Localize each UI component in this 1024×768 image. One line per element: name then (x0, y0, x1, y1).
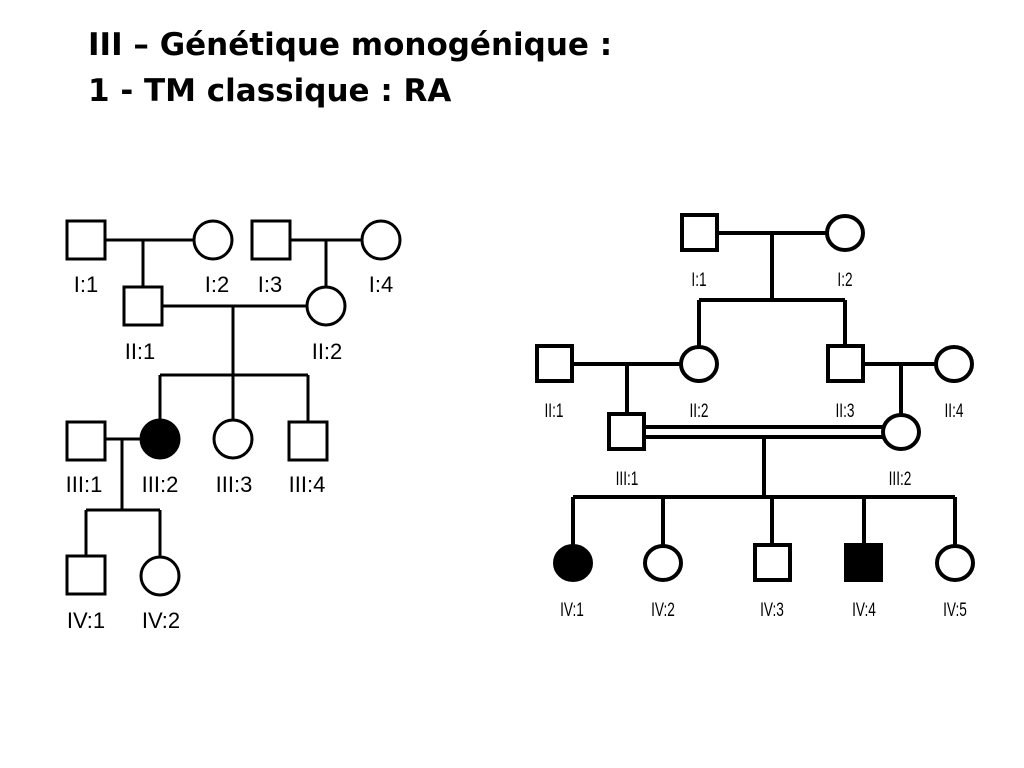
right-label-III-1: III:1 (616, 468, 639, 490)
left-I-2-female-symbol (192, 219, 234, 261)
right-label-II-2: II:2 (689, 400, 708, 422)
left-I-3-male-symbol (250, 219, 292, 261)
left-label-II-2: II:2 (312, 339, 343, 364)
title-line-2: 1 - TM classique : RA (88, 73, 452, 109)
right-IV-4-affected-male-symbol (844, 543, 883, 582)
left-I-4-female-symbol (360, 219, 402, 261)
left-I-1-male-symbol (65, 219, 107, 261)
right-label-II-1: II:1 (544, 400, 563, 422)
right-label-IV-5: IV:5 (943, 599, 967, 621)
right-I-2-female-symbol (825, 214, 865, 252)
left-III-3-female-symbol (212, 418, 254, 460)
right-II-1-male-symbol (535, 344, 574, 383)
left-label-I-4: I:4 (369, 272, 393, 297)
slide-title: III – Génétique monogénique : 1 - TM cla… (88, 22, 612, 114)
left-label-IV-2: IV:2 (142, 608, 180, 633)
right-II-2-female-symbol (679, 345, 719, 383)
left-III-4-male-symbol (287, 420, 329, 462)
left-II-1-male-symbol (122, 285, 164, 327)
pedigree-left-lines (84, 238, 362, 557)
left-label-IV-1: IV:1 (67, 608, 105, 633)
left-label-III-4: III:4 (289, 472, 326, 497)
left-label-I-1: I:1 (74, 272, 98, 297)
pedigree-right-lines (571, 231, 957, 545)
left-label-I-3: I:3 (258, 272, 282, 297)
left-label-III-2: III:2 (142, 472, 179, 497)
left-II-2-female-symbol (305, 285, 347, 327)
right-label-II-3: II:3 (835, 400, 854, 422)
left-IV-1-male-symbol (65, 554, 107, 596)
left-III-2-affected-female-symbol (139, 418, 181, 460)
right-label-III-2: III:2 (889, 468, 912, 490)
right-IV-3-male-symbol (753, 543, 792, 582)
left-label-II-1: II:1 (125, 339, 156, 364)
right-label-IV-2: IV:2 (651, 599, 675, 621)
right-label-IV-1: IV:1 (560, 599, 584, 621)
right-I-1-male-symbol (680, 213, 719, 252)
left-label-III-3: III:3 (216, 472, 253, 497)
right-label-I-1: I:1 (691, 269, 706, 291)
right-II-4-female-symbol (934, 345, 974, 383)
left-IV-2-female-symbol (139, 555, 181, 597)
right-IV-1-affected-female-symbol (553, 544, 593, 582)
left-III-1-male-symbol (65, 420, 107, 462)
right-label-IV-3: IV:3 (760, 599, 784, 621)
right-II-3-male-symbol (826, 344, 865, 383)
right-III-1-male-symbol (607, 412, 646, 451)
right-IV-2-female-symbol (643, 544, 683, 582)
right-label-I-2: I:2 (837, 269, 852, 291)
right-label-IV-4: IV:4 (852, 599, 876, 621)
left-label-III-1: III:1 (66, 472, 103, 497)
right-IV-5-female-symbol (935, 544, 975, 582)
right-label-II-4: II:4 (944, 400, 963, 422)
right-III-2-female-symbol (881, 413, 921, 451)
title-line-1: III – Génétique monogénique : (88, 27, 613, 63)
left-label-I-2: I:2 (205, 272, 229, 297)
